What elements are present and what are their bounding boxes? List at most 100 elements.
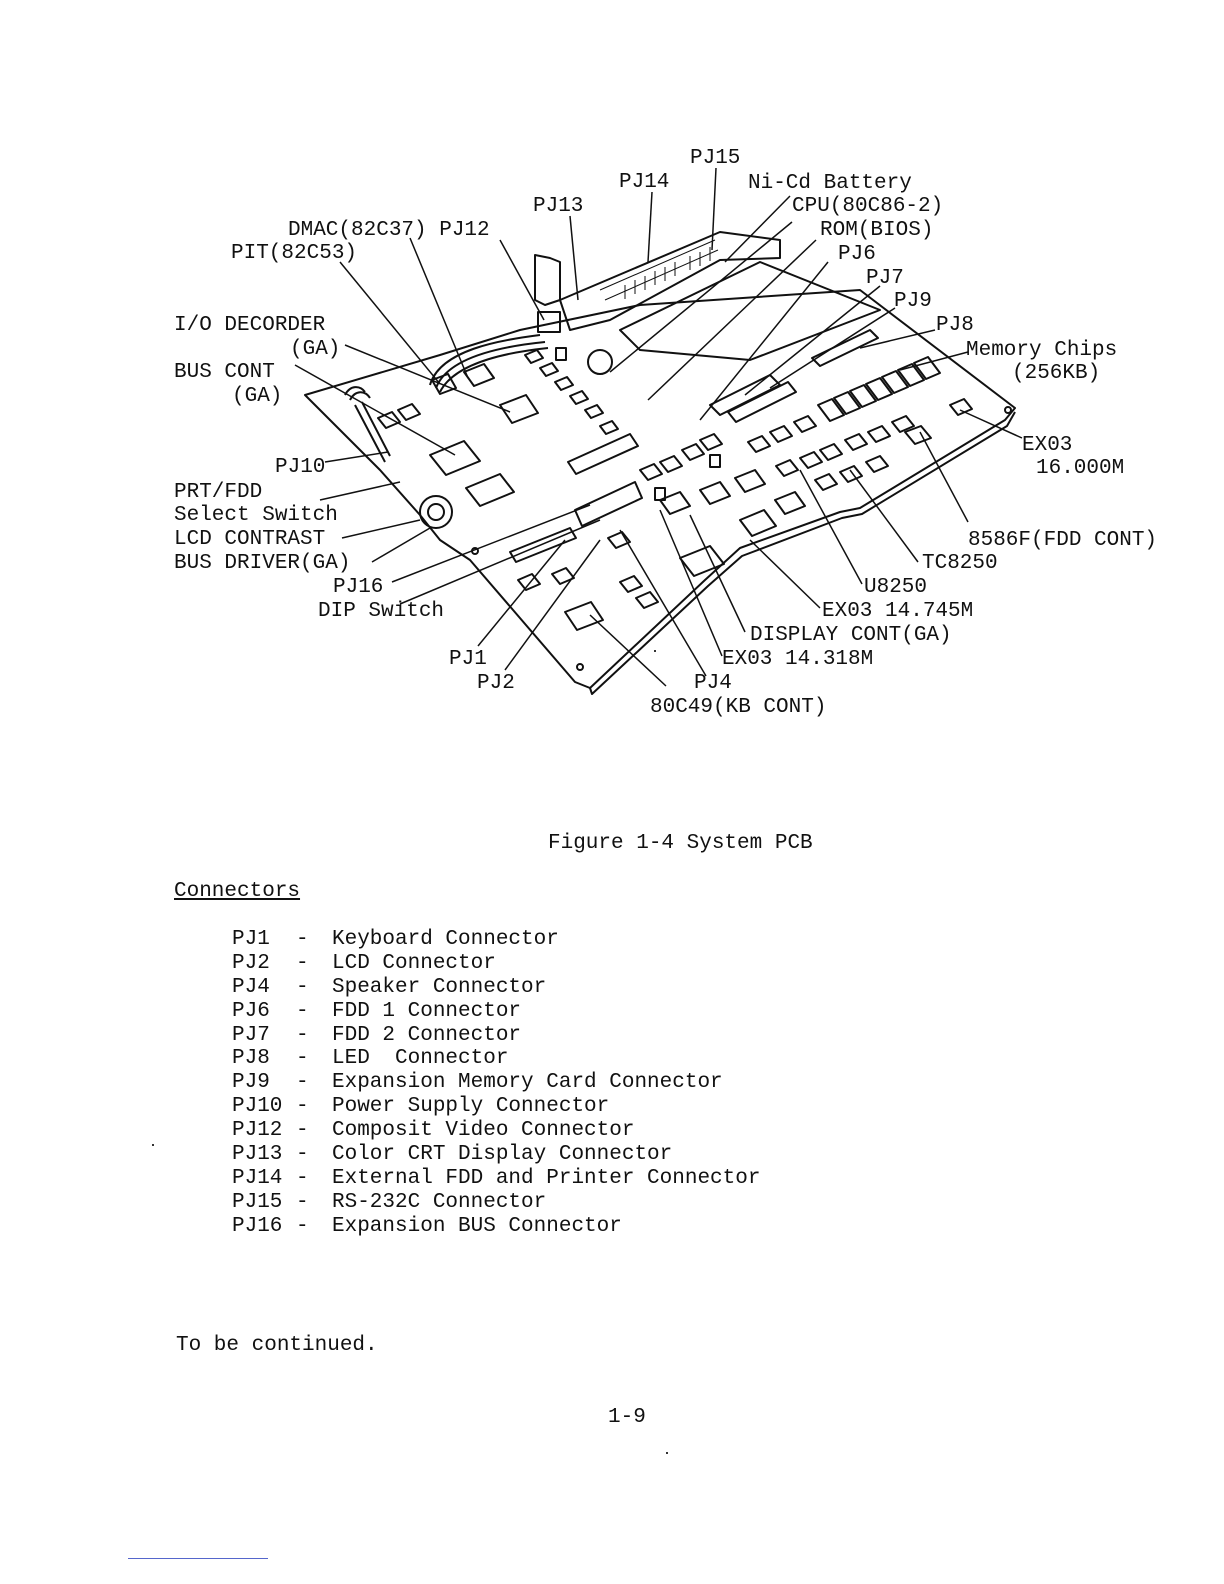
list-item: PJ14-External FDD and Printer Connector	[232, 1166, 761, 1190]
label-io-ga: (GA)	[290, 338, 340, 361]
label-pj16: PJ16	[333, 576, 383, 599]
connector-desc: Speaker Connector	[332, 975, 547, 999]
memory-chip-row	[817, 356, 941, 422]
system-pcb-figure: PJ15 PJ14 Ni-Cd Battery PJ13 CPU(80C86-2…	[174, 147, 1157, 719]
connector-desc: Color CRT Display Connector	[332, 1143, 673, 1167]
label-ex03-14318: EX03 14.318M	[722, 648, 873, 671]
list-item: PJ16-Expansion BUS Connector	[232, 1214, 622, 1238]
connectors-heading: Connectors	[174, 880, 301, 903]
label-memory-chips: Memory Chips	[966, 339, 1117, 362]
rear-connector-strip	[559, 231, 781, 331]
label-cpu: CPU(80C86-2)	[792, 195, 943, 218]
connector-id: PJ14	[232, 1166, 283, 1190]
pj6-pj7-connectors	[709, 374, 797, 423]
label-dip-switch: DIP Switch	[318, 600, 444, 623]
connector-id: PJ12	[232, 1119, 283, 1143]
label-bus-driver: BUS DRIVER(GA)	[174, 552, 350, 575]
connector-desc: Power Supply Connector	[332, 1095, 610, 1119]
connector-id: PJ13	[232, 1143, 283, 1167]
label-display-cont: DISPLAY CONT(GA)	[750, 624, 952, 647]
connector-id: PJ7	[232, 1023, 270, 1047]
connector-id: PJ9	[232, 1071, 270, 1095]
list-item: PJ8-LED Connector	[232, 1047, 509, 1071]
connector-id: PJ10	[232, 1095, 283, 1119]
label-pj13: PJ13	[533, 195, 583, 218]
expansion-bus	[574, 481, 643, 527]
list-item: PJ1-Keyboard Connector	[232, 928, 559, 951]
crystal	[654, 487, 666, 501]
continued-note: To be continued.	[176, 1334, 378, 1357]
page-edge-rule	[128, 1558, 268, 1559]
label-memory-size: (256KB)	[1012, 362, 1100, 385]
connector-id: PJ15	[232, 1190, 283, 1214]
label-dmac-pj12: DMAC(82C37) PJ12	[288, 219, 490, 242]
rear-connector-teeth	[599, 239, 719, 301]
label-pj6: PJ6	[838, 243, 876, 266]
list-item: PJ9-Expansion Memory Card Connector	[232, 1071, 723, 1095]
pj9-connector	[811, 329, 879, 367]
list-item: PJ4-Speaker Connector	[232, 975, 547, 999]
label-pj1: PJ1	[449, 648, 487, 671]
connector-desc: External FDD and Printer Connector	[332, 1166, 761, 1190]
connector-desc: Expansion BUS Connector	[332, 1214, 622, 1238]
chips	[377, 349, 973, 631]
label-tc8250: TC8250	[922, 552, 998, 575]
connector-desc: Composit Video Connector	[332, 1119, 635, 1143]
label-fdd-cont: 8586F(FDD CONT)	[968, 529, 1157, 552]
scan-speck	[666, 1452, 668, 1454]
pj12-bracket	[534, 254, 561, 306]
connector-list: PJ1-Keyboard Connector PJ2-LCD Connector…	[232, 928, 760, 1239]
connector-desc: FDD 2 Connector	[332, 1023, 522, 1047]
label-ex03-16: EX03	[1022, 434, 1072, 457]
connector-id: PJ4	[232, 975, 270, 999]
label-pj14: PJ14	[619, 171, 669, 194]
connector-desc: LCD Connector	[332, 951, 496, 975]
figure-caption: Figure 1-4 System PCB	[548, 832, 813, 855]
list-item: PJ2-LCD Connector	[232, 951, 496, 975]
page-number: 1-9	[608, 1406, 646, 1429]
label-ex03-14745: EX03 14.745M	[822, 600, 973, 623]
label-pit: PIT(82C53)	[231, 242, 357, 265]
label-pj15: PJ15	[690, 147, 740, 170]
label-pj2: PJ2	[477, 672, 515, 695]
list-item: PJ12-Composit Video Connector	[232, 1119, 635, 1143]
shield-plate	[619, 261, 881, 361]
label-bus-ga: (GA)	[232, 385, 282, 408]
leader-lines	[294, 167, 1023, 687]
list-item: PJ7-FDD 2 Connector	[232, 1023, 522, 1047]
connector-desc: RS-232C Connector	[332, 1190, 547, 1214]
label-pj10: PJ10	[275, 456, 325, 479]
connector-id: PJ6	[232, 999, 270, 1023]
battery	[587, 349, 613, 375]
pcb-drawing	[304, 231, 1016, 695]
label-kb-cont: 80C49(KB CONT)	[650, 696, 826, 719]
board-edge	[589, 411, 1016, 695]
contrast-knob	[419, 495, 453, 529]
label-io-decorder: I/O DECORDER	[174, 314, 326, 337]
connector-id: PJ16	[232, 1214, 283, 1238]
label-nicd-battery: Ni-Cd Battery	[748, 172, 912, 195]
label-pj7: PJ7	[866, 267, 904, 290]
connector-desc: FDD 1 Connector	[332, 999, 522, 1023]
connector-desc: Expansion Memory Card Connector	[332, 1071, 723, 1095]
list-item: PJ15-RS-232C Connector	[232, 1190, 547, 1214]
label-prt-fdd: PRT/FDD	[174, 481, 262, 504]
label-select-switch: Select Switch	[174, 504, 338, 527]
list-item: PJ13-Color CRT Display Connector	[232, 1143, 673, 1167]
ribbon-cable	[344, 386, 391, 463]
label-rom: ROM(BIOS)	[820, 219, 933, 242]
pj1-connector	[509, 527, 577, 563]
label-u8250: U8250	[864, 576, 927, 599]
label-pj8: PJ8	[936, 314, 974, 337]
list-item: PJ6-FDD 1 Connector	[232, 999, 522, 1023]
connector-id: PJ1	[232, 928, 270, 951]
list-item: PJ10-Power Supply Connector	[232, 1095, 610, 1119]
label-ex03-16-freq: 16.000M	[1036, 457, 1124, 480]
label-lcd-contrast: LCD CONTRAST	[174, 528, 325, 551]
figure-labels: PJ15 PJ14 Ni-Cd Battery PJ13 CPU(80C86-2…	[174, 147, 1157, 719]
label-bus-cont: BUS CONT	[174, 361, 275, 384]
connector-id: PJ2	[232, 951, 270, 975]
scan-speck	[152, 1144, 154, 1146]
connector-desc: LED Connector	[332, 1047, 509, 1071]
wire-bundle	[429, 334, 549, 393]
